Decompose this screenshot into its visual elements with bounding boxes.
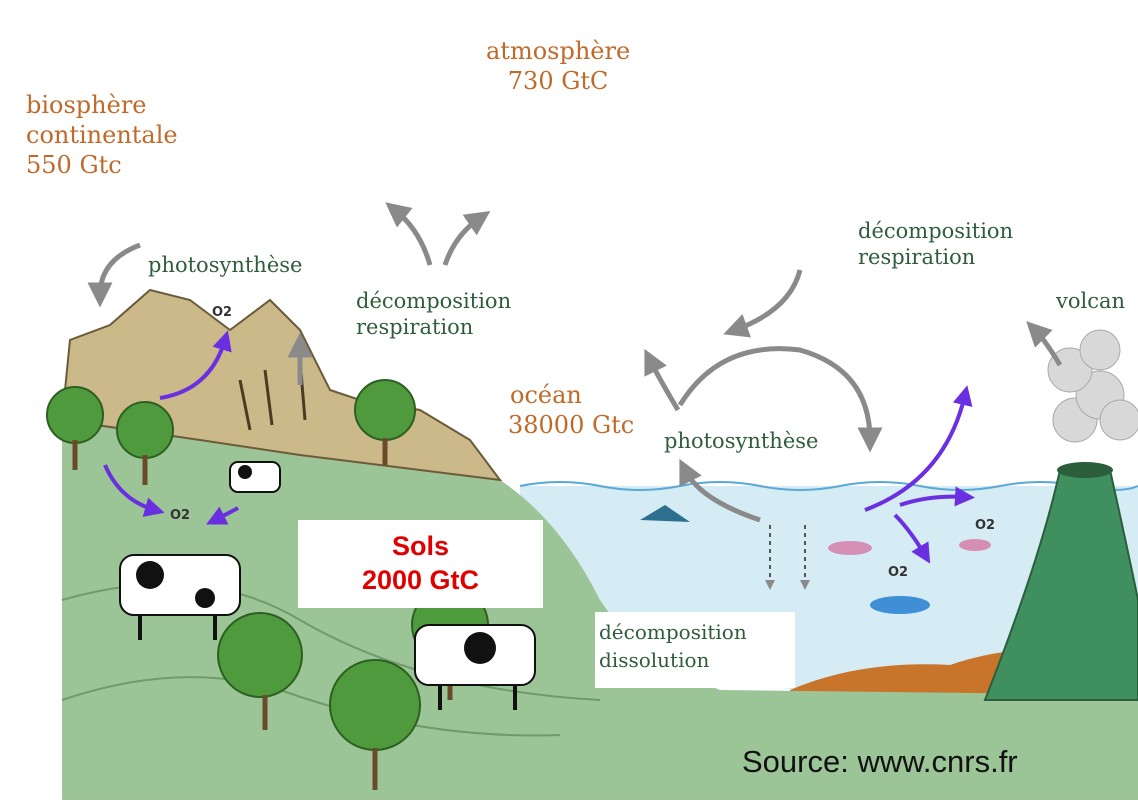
arrow-land-photosynthesis (100, 245, 140, 295)
ocean-value: 38000 Gtc (508, 410, 634, 440)
biosphere-value: 550 Gtc (26, 150, 178, 180)
biosphere-label: biosphère continentale 550 Gtc (26, 90, 178, 180)
photosynthesis-ocean-label: photosynthèse (664, 428, 818, 454)
dissolution-text: dissolution (599, 646, 791, 674)
arrow-land-resp-left (395, 210, 430, 265)
atmosphere-label: atmosphère 730 GtC (486, 36, 630, 96)
volcano-smoke (1048, 330, 1138, 442)
respiration-text: respiration (858, 244, 1013, 270)
o2-ocean-right-label: O2 (975, 518, 995, 534)
photosynthesis-land-label: photosynthèse (148, 252, 302, 278)
ocean-name: océan (508, 380, 634, 410)
ocean-label: océan 38000 Gtc (508, 380, 634, 440)
volcano-label: volcan (1056, 288, 1125, 314)
biosphere-line-2: continentale (26, 120, 178, 150)
biosphere-line-1: biosphère (26, 90, 178, 120)
arrow-ocean-loop (680, 349, 870, 440)
arrow-land-resp-right (445, 218, 480, 265)
arrow-ocean-resp (735, 270, 800, 330)
o2-land-bottom-label: O2 (170, 508, 190, 524)
decomposition-text: décomposition (599, 618, 791, 646)
atmosphere-value: 730 GtC (486, 66, 630, 96)
soils-name: Sols (392, 530, 449, 564)
decomposition-text: décomposition (858, 218, 1013, 244)
source-credit: Source: www.cnrs.fr (742, 744, 1018, 780)
arrow-ocean-photo (650, 360, 678, 410)
arrow-volcano (1035, 330, 1060, 365)
respiration-text: respiration (356, 314, 511, 340)
decomposition-text: décomposition (356, 288, 511, 314)
soils-callout: Sols 2000 GtC (298, 520, 543, 608)
o2-land-top-label: O2 (212, 305, 232, 321)
atmosphere-name: atmosphère (486, 36, 630, 66)
soils-value: 2000 GtC (362, 564, 479, 598)
cow-1 (230, 462, 280, 492)
decomposition-respiration-center-label: décomposition respiration (356, 288, 511, 341)
o2-ocean-bottom-label: O2 (888, 565, 908, 581)
decomposition-respiration-right-label: décomposition respiration (858, 218, 1013, 271)
decomposition-dissolution-callout: décomposition dissolution (595, 612, 795, 688)
